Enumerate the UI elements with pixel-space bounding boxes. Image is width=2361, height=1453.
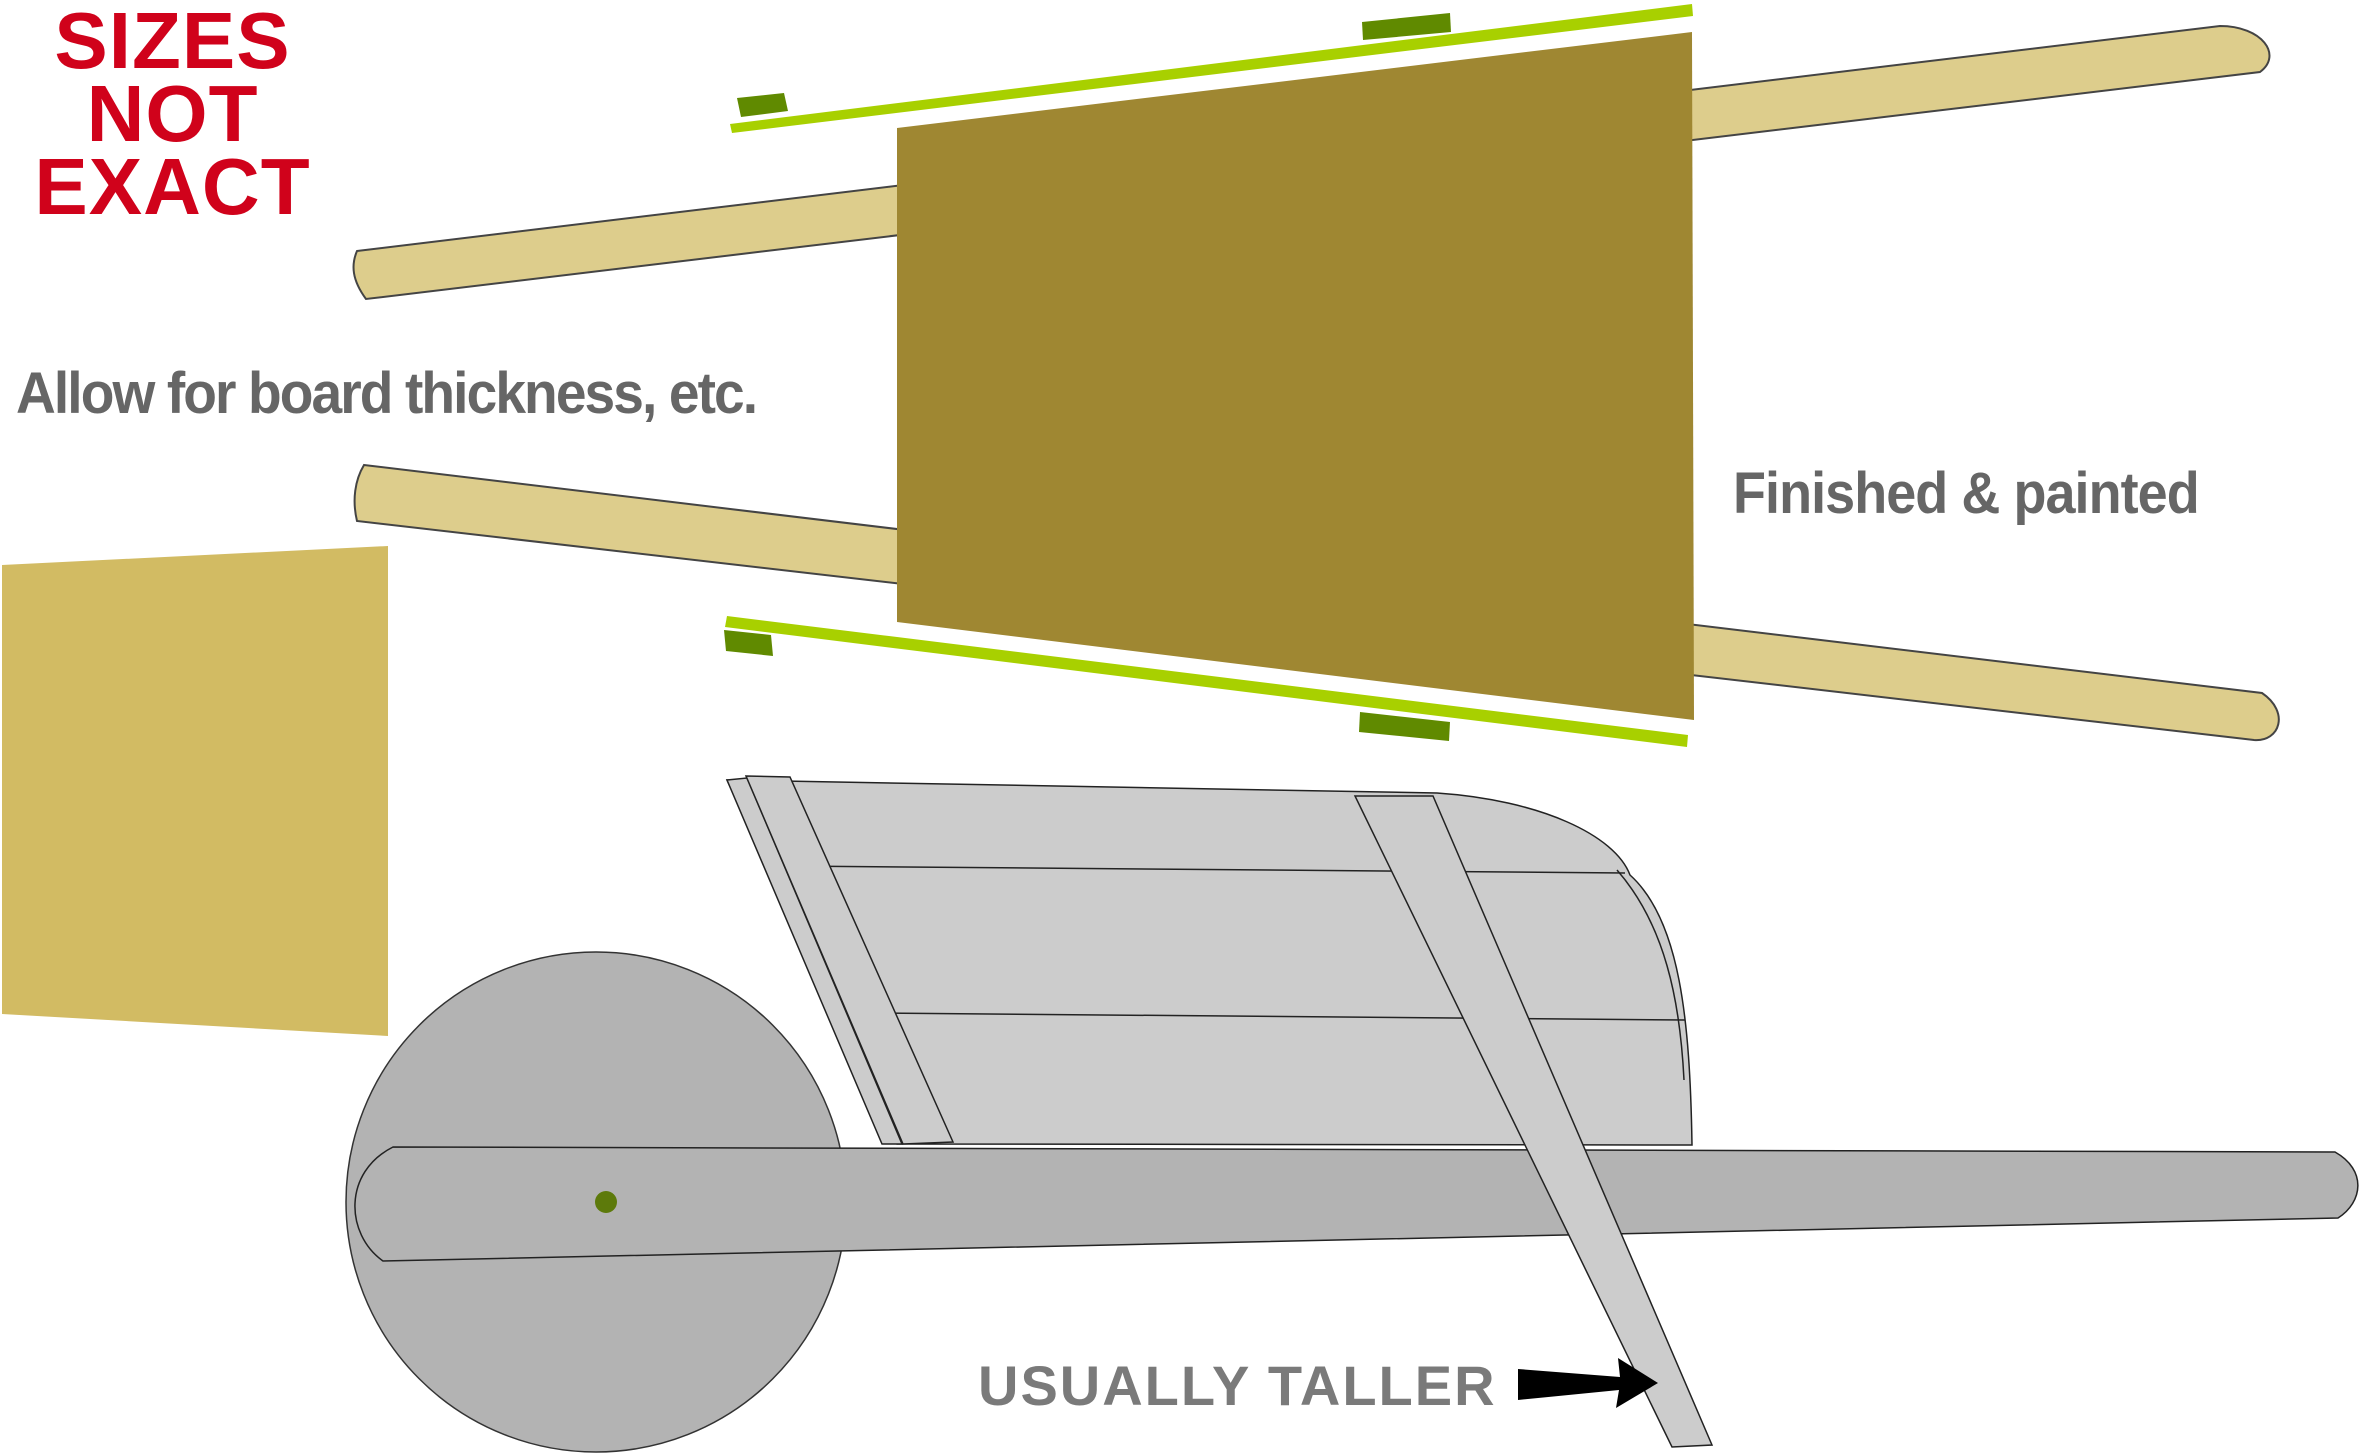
leg <box>1353 795 1714 1448</box>
taller-note: USUALLY TALLER <box>978 1354 1497 1417</box>
axle <box>595 1191 617 1213</box>
handle-arm <box>354 1146 2359 1262</box>
warning-note: SIZES NOT EXACT <box>0 0 345 231</box>
warning-line: EXACT <box>34 142 311 231</box>
upper-rail <box>730 4 1693 133</box>
lower-left-block <box>724 630 773 656</box>
allowance-note: Allow for board thickness, etc. <box>16 361 758 426</box>
tray-board-seam <box>875 1012 1686 1021</box>
tray-back-plank <box>744 775 955 1145</box>
upper-left-block <box>737 93 788 117</box>
tray-board-seam <box>787 865 1626 874</box>
tray-back-plank-outer <box>725 777 904 1145</box>
warning-line: NOT <box>86 69 259 158</box>
side-panel <box>2 546 388 1036</box>
tray-panel <box>897 32 1694 720</box>
upper-right-block <box>1362 13 1451 40</box>
lower-right-block <box>1359 712 1450 741</box>
pointer-arrow <box>1518 1358 1658 1408</box>
lower-rail <box>725 616 1688 747</box>
tray-front-edge <box>1616 869 1685 1081</box>
finished-note: Finished & painted <box>1733 461 2200 526</box>
warning-line: SIZES <box>54 0 291 85</box>
